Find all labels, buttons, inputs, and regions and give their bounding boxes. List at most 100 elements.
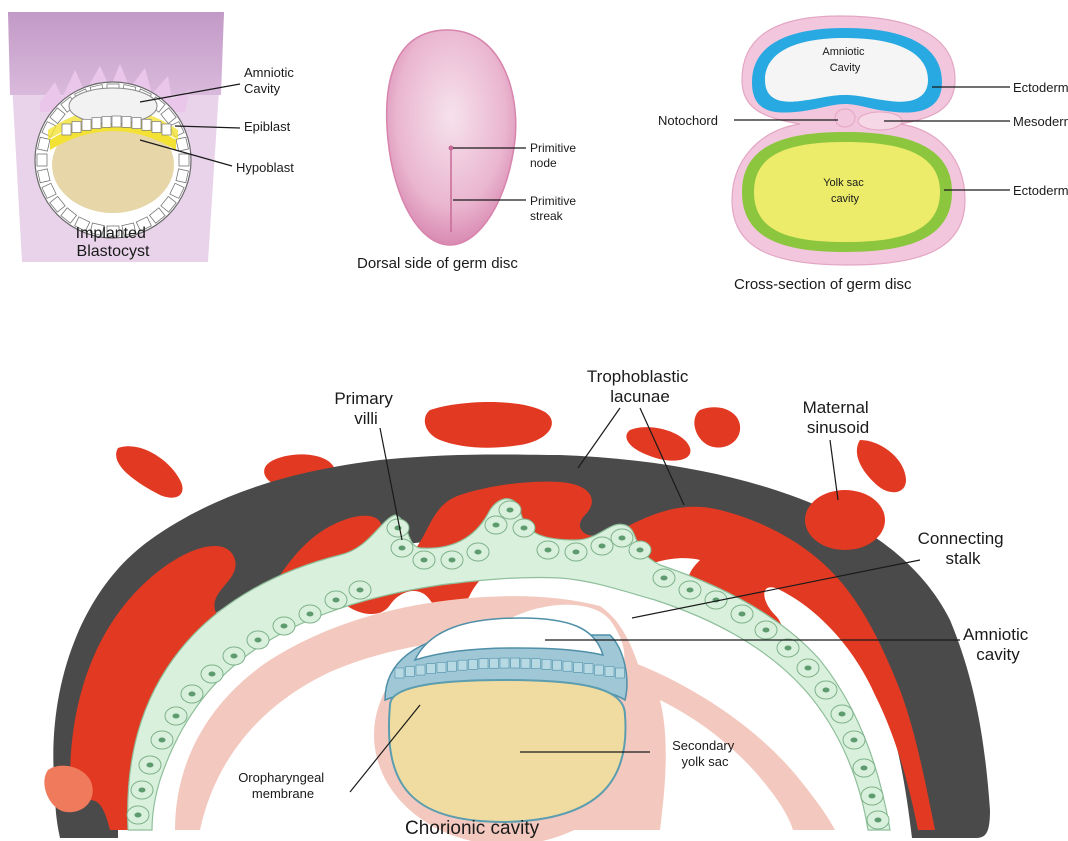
epiblast-cell xyxy=(132,118,141,129)
leader-maternal-sinusoid xyxy=(830,440,838,500)
cell-nucleus xyxy=(357,588,364,593)
epiblast-cell xyxy=(122,116,131,127)
epiblast-disc-cell xyxy=(458,660,467,670)
epiblast-disc-cell xyxy=(605,667,614,677)
cell-nucleus xyxy=(507,508,514,513)
cell-nucleus xyxy=(493,523,500,528)
epiblast-disc-cell xyxy=(553,660,562,670)
label-hypoblast: Hypoblast xyxy=(236,160,294,175)
cell-nucleus xyxy=(421,558,428,563)
caption-chorionic-cavity: Chorionic cavity xyxy=(405,818,540,839)
epiblast-disc-cell xyxy=(521,658,530,668)
epiblast-cell xyxy=(152,122,161,133)
cell-nucleus xyxy=(637,548,644,553)
cell-nucleus xyxy=(805,666,812,671)
cell-nucleus xyxy=(763,628,770,633)
cell-nucleus xyxy=(785,646,792,651)
label-primitive-streak: Primitive streak xyxy=(530,194,579,223)
cell-nucleus xyxy=(475,550,482,555)
cell-nucleus xyxy=(851,738,858,743)
trophoblast-cell xyxy=(179,154,189,166)
cell-nucleus xyxy=(687,588,694,593)
secondary-yolk-sac xyxy=(389,680,626,822)
epiblast-disc-cell xyxy=(406,667,415,677)
label-notochord: Notochord xyxy=(658,113,718,128)
dorsal-germ-disc-panel: Primitive node Primitive streak Dorsal s… xyxy=(357,30,579,272)
cell-nucleus xyxy=(839,712,846,717)
epiblast-cell xyxy=(72,122,81,133)
epiblast-cell xyxy=(82,119,91,130)
implantation-section-panel: Primary villi Trophoblastic lacunae Mate… xyxy=(44,367,1033,841)
cell-nucleus xyxy=(449,558,456,563)
epiblast-disc-cell xyxy=(574,662,583,672)
label-amniotic-cavity-1: Amniotic Cavity xyxy=(244,65,297,96)
label-epiblast: Epiblast xyxy=(244,119,291,134)
cell-nucleus xyxy=(159,738,166,743)
cell-nucleus xyxy=(875,818,882,823)
cell-nucleus xyxy=(333,598,340,603)
caption-cross-section: Cross-section of germ disc xyxy=(734,276,912,293)
cell-nucleus xyxy=(739,612,746,617)
label-maternal-sinusoid: Maternal sinusoid xyxy=(803,398,874,437)
epiblast-disc-cell xyxy=(469,659,478,669)
implanted-blastocyst-panel: Amniotic Cavity Epiblast Hypoblast Impla… xyxy=(8,12,297,262)
cell-nucleus xyxy=(661,576,668,581)
sinusoid-right-2 xyxy=(694,407,740,447)
epiblast-disc-cell xyxy=(542,659,551,669)
caption-implanted-blastocyst: Implanted Blastocyst xyxy=(76,225,151,260)
cell-nucleus xyxy=(135,813,142,818)
label-trophoblastic-lacunae: Trophoblastic lacunae xyxy=(587,367,693,406)
cell-nucleus xyxy=(823,688,830,693)
cross-section-panel: Amniotic Cavity Yolk sac cavity Ectoderm… xyxy=(658,16,1068,293)
caption-dorsal-side: Dorsal side of germ disc xyxy=(357,255,518,272)
epiblast-disc-cell xyxy=(595,665,604,675)
primitive-node xyxy=(449,146,454,151)
epiblast-cell xyxy=(112,116,121,127)
cell-nucleus xyxy=(281,624,288,629)
cell-nucleus xyxy=(307,612,314,617)
epiblast-disc-cell xyxy=(427,664,436,674)
cell-nucleus xyxy=(139,788,146,793)
epiblast-disc-cell xyxy=(511,658,520,668)
epiblast-disc-cell xyxy=(437,662,446,672)
cell-nucleus xyxy=(173,714,180,719)
cell-nucleus xyxy=(189,692,196,697)
epiblast-disc-cell xyxy=(584,664,593,674)
epiblast-cell xyxy=(162,124,171,135)
cell-nucleus xyxy=(619,536,626,541)
epiblast-disc-cell xyxy=(448,661,457,671)
yolk-sac-cavity xyxy=(754,142,940,242)
maternal-sinusoid-large xyxy=(805,490,885,550)
epiblast-disc-cell xyxy=(479,659,488,669)
cell-nucleus xyxy=(231,654,238,659)
sinusoid-far-right xyxy=(857,440,906,492)
epiblast-cell xyxy=(142,119,151,130)
label-secondary-yolk-sac: Secondary yolk sac xyxy=(672,738,738,769)
cell-nucleus xyxy=(255,638,262,643)
epiblast-disc-cell xyxy=(395,668,404,678)
epiblast-disc-cell xyxy=(616,668,625,678)
cell-nucleus xyxy=(573,550,580,555)
label-ectoderm-bottom: Ectoderm xyxy=(1013,183,1068,198)
epiblast-disc-cell xyxy=(532,659,541,669)
label-primitive-node: Primitive node xyxy=(530,141,579,170)
epiblast-disc-cell xyxy=(500,658,509,668)
cell-nucleus xyxy=(599,544,606,549)
cell-nucleus xyxy=(209,672,216,677)
cell-nucleus xyxy=(399,546,406,551)
label-primary-villi: Primary villi xyxy=(334,389,397,428)
sinusoid-top-center xyxy=(425,402,552,448)
label-connecting-stalk: Connecting stalk xyxy=(918,529,1009,568)
epiblast-disc-cell xyxy=(490,658,499,668)
epiblast-cell xyxy=(62,124,71,135)
label-mesoderm: Mesoderm xyxy=(1013,114,1068,129)
label-ectoderm-top: Ectoderm xyxy=(1013,80,1068,95)
sinusoid-right-1 xyxy=(626,427,690,460)
cell-nucleus xyxy=(147,763,154,768)
trophoblast-cell xyxy=(38,169,50,183)
sinusoid-far-left xyxy=(116,446,182,498)
cell-nucleus xyxy=(545,548,552,553)
cell-nucleus xyxy=(521,526,528,531)
label-amniotic-cavity-main: Amniotic cavity xyxy=(963,625,1033,664)
cell-nucleus xyxy=(869,794,876,799)
